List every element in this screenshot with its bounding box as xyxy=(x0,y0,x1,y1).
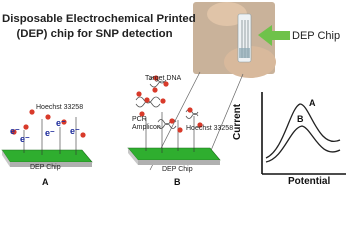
chip-label-a: DEP Chip xyxy=(30,164,61,171)
curve-b-label: B xyxy=(297,114,304,124)
electron-symbol: e⁻ xyxy=(70,126,80,136)
panel-label-a: A xyxy=(42,177,49,187)
hoechst-molecules-a xyxy=(11,109,86,138)
chip-b xyxy=(127,147,221,165)
curve-a-label: A xyxy=(309,98,316,108)
chip-a-molecules xyxy=(23,117,77,155)
amplicon-label: Amplicon xyxy=(132,124,161,131)
target-dna-label: Target DNA xyxy=(145,75,182,82)
dep-chip-photo xyxy=(193,2,276,78)
zoom-line xyxy=(206,73,244,161)
hoechst-molecules-b xyxy=(136,75,203,133)
diagram-artwork xyxy=(1,2,346,175)
hoechst-label-a: Hoechst 33258 xyxy=(36,104,84,111)
pcr-label: PCR xyxy=(132,116,147,123)
y-axis-label: Current xyxy=(232,103,243,140)
electron-symbol: e⁻ xyxy=(10,126,20,136)
current-potential-graph xyxy=(261,92,346,175)
hoechst-label-b: Hoechst 33258 xyxy=(186,125,234,132)
dep-chip-callout-label: DEP Chip xyxy=(292,30,341,42)
electron-symbol: e⁻ xyxy=(20,134,30,144)
electron-symbol: e⁻ xyxy=(45,128,55,138)
title-line-1: Disposable Electrochemical Printed xyxy=(2,13,196,25)
x-axis-label: Potential xyxy=(288,176,331,187)
curve-b xyxy=(265,125,341,163)
chip-a xyxy=(1,149,93,167)
figure-title: Disposable Electrochemical Printed (DEP)… xyxy=(2,12,196,42)
callout-arrow xyxy=(258,25,290,46)
panel-label-b: B xyxy=(174,177,181,187)
curve-a xyxy=(265,103,341,159)
chip-label-b: DEP Chip xyxy=(162,166,193,173)
title-line-2: (DEP) chip for SNP detection xyxy=(16,28,173,40)
electron-symbol: e⁻ xyxy=(56,118,66,128)
chip-b-strands xyxy=(145,112,195,153)
